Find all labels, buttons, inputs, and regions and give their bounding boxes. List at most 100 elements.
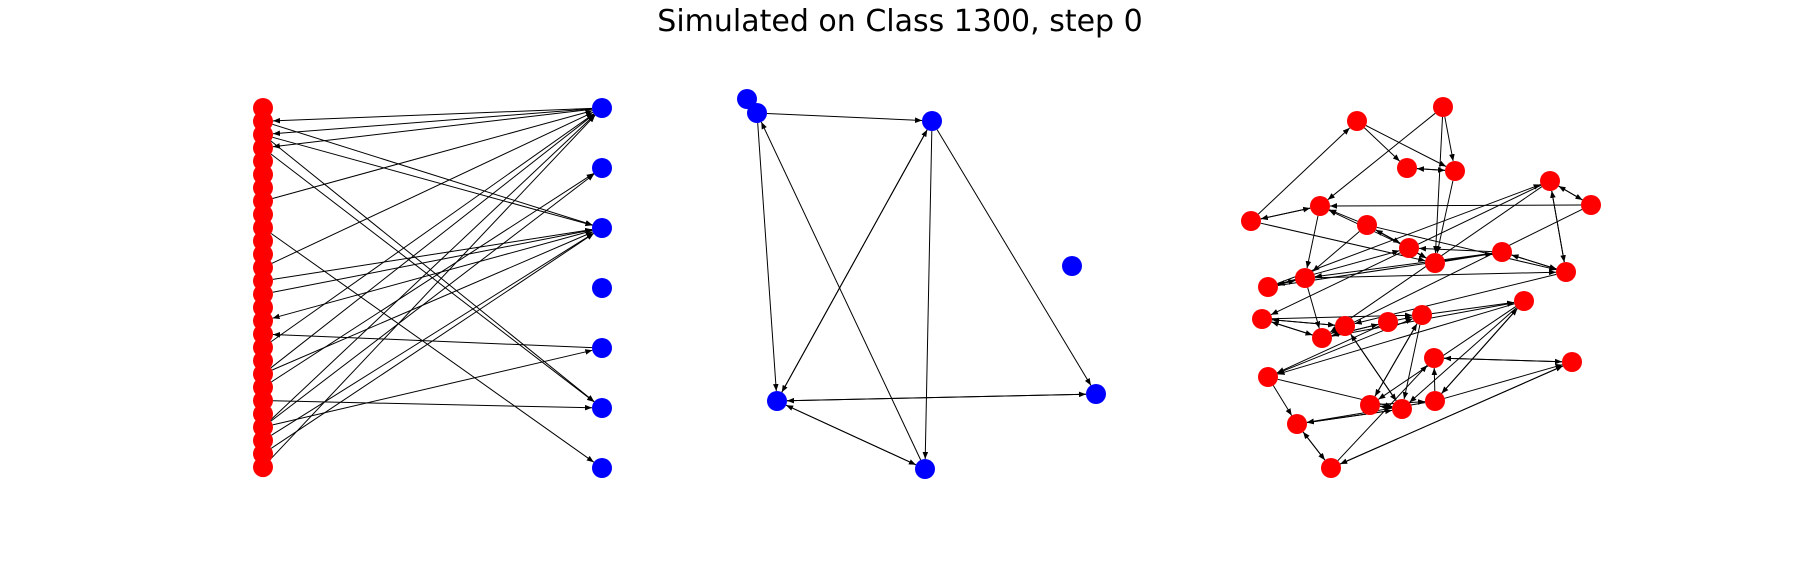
edge-R4-L17 — [272, 331, 593, 349]
node-M6 — [1062, 256, 1082, 276]
edge-L27-R0 — [269, 114, 596, 461]
edge-M1-M3 — [757, 122, 779, 392]
edge-L18-R0 — [270, 113, 595, 343]
node-M3 — [767, 391, 787, 411]
node-A6 — [1357, 215, 1377, 235]
edge-L2-R2 — [272, 136, 593, 227]
edge-A24-A28 — [1431, 367, 1438, 392]
node-A27 — [1562, 352, 1582, 372]
node-M5 — [1086, 384, 1106, 404]
edge-A18-A21 — [1276, 325, 1380, 374]
edge-A24-A27 — [1444, 363, 1563, 399]
edge-A9-A12 — [1277, 184, 1541, 284]
edge-A14-A12 — [1550, 190, 1565, 263]
edge-A13-A5 — [1329, 203, 1582, 209]
middle-edges — [757, 113, 1092, 466]
node-A10 — [1295, 268, 1315, 288]
edge-A16-A15 — [1271, 321, 1313, 336]
node-A24 — [1425, 391, 1445, 411]
edge-L20-R2 — [272, 231, 593, 371]
edge-A25-A23 — [1306, 408, 1393, 424]
edge-A5-A10 — [1305, 215, 1319, 269]
edge-L2-R5 — [270, 140, 595, 403]
edge-A6-A10 — [1312, 231, 1360, 272]
node-A25 — [1287, 414, 1307, 434]
node-A28 — [1424, 348, 1444, 368]
edge-A27-A26 — [1339, 365, 1564, 465]
edge-A5-A4 — [1260, 207, 1311, 221]
edge-A1-A8 — [1433, 116, 1443, 254]
edge-L25-R2 — [271, 232, 594, 436]
edge-R0-L1 — [272, 107, 593, 124]
node-A3 — [1445, 161, 1465, 181]
edge-A13-A16 — [1330, 208, 1583, 335]
left-bipartite-graph — [253, 98, 612, 478]
edge-L3-R5 — [270, 153, 595, 403]
node-M0 — [737, 89, 757, 109]
edge-L1-R2 — [272, 123, 593, 226]
edge-L14-R2 — [272, 228, 593, 293]
node-A13 — [1581, 195, 1601, 215]
edge-A14-A11 — [1511, 254, 1557, 270]
middle-nodes — [737, 89, 1106, 479]
edge-A26-A28 — [1337, 364, 1428, 462]
edge-A1-A3 — [1444, 116, 1455, 162]
node-A22 — [1360, 395, 1380, 415]
edge-M3-M4 — [785, 404, 917, 466]
node-R3 — [592, 278, 612, 298]
figure-title: Simulated on Class 1300, step 0 — [657, 4, 1143, 39]
node-A23 — [1392, 399, 1412, 419]
edge-A19-A23 — [1402, 324, 1421, 400]
edge-A3-A8 — [1435, 180, 1454, 254]
node-L27 — [253, 457, 273, 478]
edge-R2-L16 — [272, 230, 593, 320]
edge-A0-A2 — [1363, 127, 1401, 162]
edge-M4-M1 — [760, 121, 922, 461]
node-A4 — [1241, 211, 1261, 231]
node-A9 — [1258, 277, 1278, 297]
edge-A0-A3 — [1365, 125, 1447, 167]
node-A8 — [1425, 253, 1445, 273]
edge-A11-A10 — [1314, 252, 1493, 279]
edge-L13-R2 — [272, 227, 593, 280]
edge-R0-L3 — [272, 108, 593, 149]
node-A18 — [1378, 312, 1398, 332]
edge-A4-A0 — [1257, 127, 1351, 215]
edge-L7-R0 — [272, 109, 593, 199]
edge-A4-A8 — [1260, 222, 1426, 262]
node-A11 — [1492, 242, 1512, 262]
edge-L20-R0 — [270, 113, 595, 369]
node-A12 — [1540, 171, 1560, 191]
right-nodes — [1241, 97, 1601, 478]
edge-M3-M2 — [781, 129, 928, 393]
edge-A13-A12 — [1558, 185, 1583, 201]
edge-A3-A2 — [1416, 166, 1446, 172]
edge-A10-A16 — [1307, 287, 1321, 329]
edge-M5-M3 — [786, 393, 1087, 404]
node-A20 — [1514, 291, 1534, 311]
left-nodes — [253, 98, 612, 478]
node-A14 — [1556, 262, 1576, 282]
node-A16 — [1312, 328, 1332, 348]
node-A2 — [1397, 158, 1417, 178]
edge-A21-A25 — [1272, 385, 1293, 416]
node-R0 — [592, 98, 612, 118]
edge-A19-A20 — [1431, 300, 1515, 315]
edge-L12-R0 — [271, 111, 594, 264]
node-R2 — [592, 218, 612, 238]
node-R5 — [592, 398, 612, 418]
edge-A20-A23 — [1409, 307, 1517, 403]
node-R4 — [592, 338, 612, 358]
node-A7 — [1399, 238, 1419, 258]
edge-A6-A5 — [1329, 209, 1358, 222]
edge-M2-M5 — [936, 129, 1092, 386]
edge-A17-A23 — [1350, 333, 1397, 402]
edge-M1-M2 — [766, 113, 923, 123]
edge-A20-A21 — [1277, 303, 1515, 375]
node-A1 — [1433, 97, 1453, 117]
edge-A1-A5 — [1327, 112, 1436, 201]
node-M1 — [747, 103, 767, 123]
edge-L24-R1 — [270, 173, 595, 422]
node-R1 — [592, 158, 612, 178]
